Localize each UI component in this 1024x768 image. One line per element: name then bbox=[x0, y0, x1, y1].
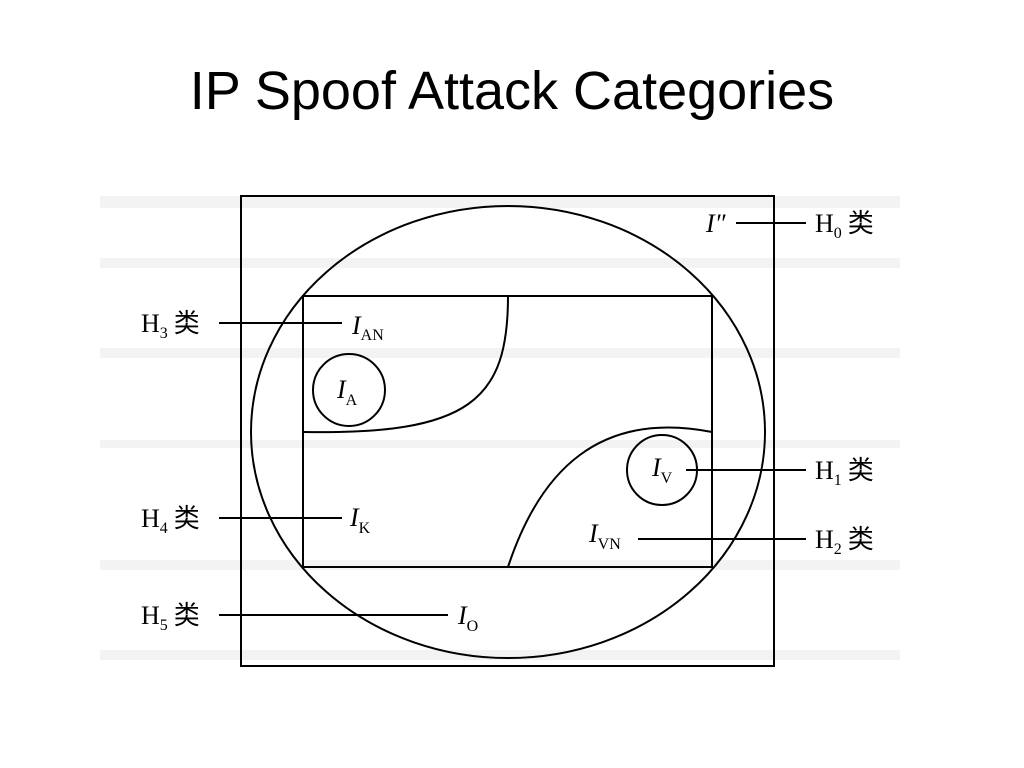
background-bands bbox=[100, 196, 900, 660]
label-i-a: IA bbox=[336, 375, 358, 409]
label-i-an: IAN bbox=[351, 311, 384, 344]
label-i-vn: IVN bbox=[588, 519, 621, 553]
label-i-v: IV bbox=[651, 453, 673, 487]
slide-title: IP Spoof Attack Categories bbox=[189, 61, 835, 121]
universe-box bbox=[240, 195, 775, 667]
label-i-o: IO bbox=[457, 601, 478, 635]
region-vn-curve bbox=[507, 426, 713, 568]
label-i-k: IK bbox=[349, 503, 371, 537]
region-an-curve bbox=[302, 295, 509, 434]
outer-ellipse bbox=[250, 205, 766, 659]
label-i-double-prime: I″ bbox=[705, 209, 727, 238]
region-a-circle bbox=[312, 353, 386, 427]
